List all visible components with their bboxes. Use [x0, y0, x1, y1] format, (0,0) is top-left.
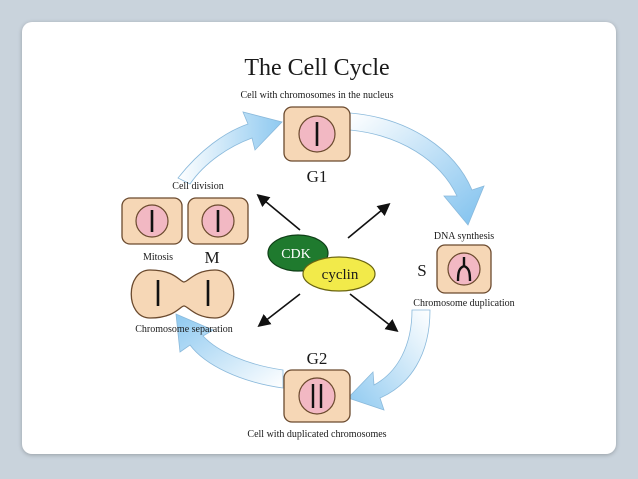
- s-label: S: [417, 261, 426, 280]
- cdk-label: CDK: [281, 247, 311, 262]
- chromosome-separation-label: Chromosome separation: [135, 324, 232, 335]
- m-label: M: [204, 248, 219, 267]
- bottom-caption: Cell with duplicated chromosomes: [247, 429, 386, 440]
- arrow-to-chromosome-duplication: [349, 293, 399, 332]
- dna-synthesis-label: DNA synthesis: [434, 231, 494, 242]
- arrow-g2-to-m: [175, 313, 284, 389]
- g1-label: G1: [307, 167, 328, 186]
- arrow-m-to-g1: [177, 111, 283, 185]
- g2-nucleus: [298, 377, 336, 415]
- mitosis-label: Mitosis: [143, 252, 173, 263]
- cyclin-oval: [302, 256, 376, 292]
- top-caption: Cell with chromosomes in the nucleus: [240, 90, 393, 101]
- separating-cell: [130, 269, 235, 319]
- g2-label: G2: [307, 349, 328, 368]
- replicating-chromosome: [456, 257, 472, 282]
- arrow-to-chromosome-separation: [257, 293, 301, 327]
- arrow-to-dna-synthesis: [347, 202, 391, 239]
- cell-division-label: Cell division: [172, 181, 223, 192]
- diagram-title: The Cell Cycle: [244, 55, 389, 81]
- chromosome-duplication-label: Chromosome duplication: [413, 298, 514, 309]
- cyclin-label: cyclin: [322, 267, 359, 283]
- arrow-to-cell-division: [256, 193, 301, 231]
- arrow-g1-to-s: [349, 112, 485, 226]
- s-nucleus: [447, 252, 481, 286]
